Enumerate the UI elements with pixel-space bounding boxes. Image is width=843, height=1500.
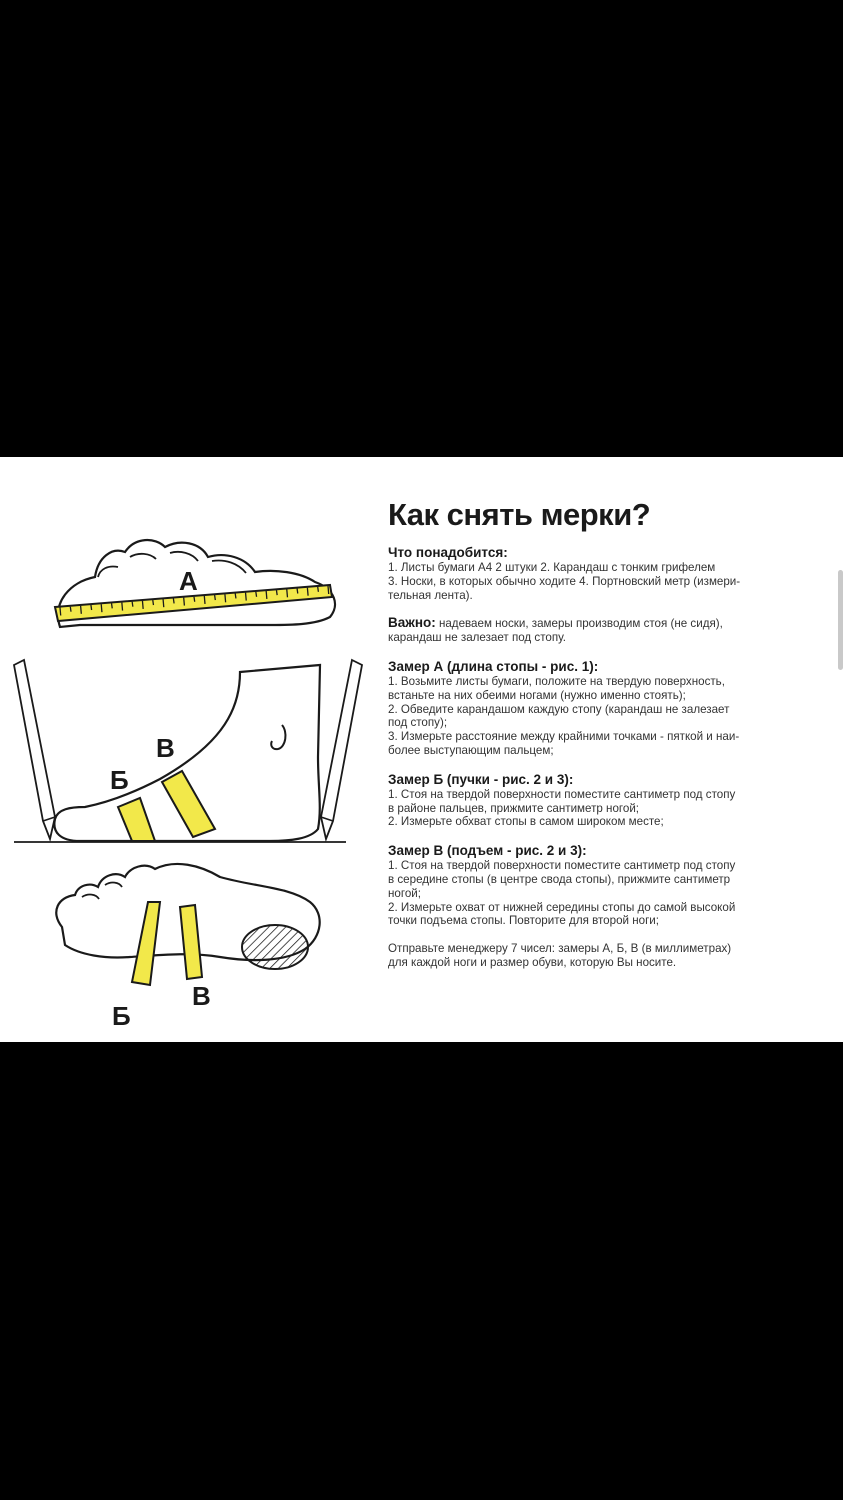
text-line: тельная лента). — [388, 588, 473, 602]
section-measure-b: Замер Б (пучки - рис. 2 и 3): 1. Стоя на… — [388, 772, 828, 829]
label-v-side: В — [156, 733, 175, 763]
section-measure-v: Замер В (подъем - рис. 2 и 3): 1. Стоя н… — [388, 843, 828, 928]
ruler-tick — [79, 605, 82, 614]
text-line: 1. Стоя на твердой поверхности поместите… — [388, 787, 736, 801]
text-line: 3. Измерьте расстояние между крайними то… — [388, 730, 740, 744]
label-a: А — [179, 566, 198, 596]
important-text: надеваем носки, замеры производим стоя (… — [435, 617, 723, 631]
ruler-tick — [131, 601, 134, 607]
ruler-tick — [110, 603, 113, 609]
text-line: Отправьте менеджеру 7 чисел: замеры А, Б… — [388, 942, 732, 956]
ruler-tick — [327, 585, 330, 595]
ruler-tick — [317, 586, 320, 592]
section-important: Важно: надеваем носки, замеры производим… — [388, 616, 828, 645]
foot-illustrations: А Б В — [12, 539, 364, 1031]
ruler-tick — [306, 587, 309, 596]
ruler-tick — [255, 591, 258, 597]
text-line: встаньте на них обеими ногами (нужно име… — [388, 688, 686, 702]
text-line: ногой; — [388, 886, 421, 900]
figure-foot-side: Б В — [12, 658, 364, 843]
instruction-card: А Б В — [0, 457, 843, 1042]
instructions-text: Как снять мерки? Что понадобится: 1. Лис… — [388, 497, 828, 984]
ruler-tick — [286, 589, 289, 598]
text-line: Важно: надеваем носки, замеры производим… — [388, 616, 828, 631]
text-line: под стопу); — [388, 716, 448, 730]
section-needed: Что понадобится: 1. Листы бумаги А4 2 шт… — [388, 545, 828, 602]
ruler-tick — [90, 604, 93, 611]
ruler-tick — [234, 593, 237, 599]
text-line: более выступающим пальцем; — [388, 743, 554, 757]
ruler-tick — [296, 588, 299, 594]
text-line: 1. Возьмите листы бумаги, положите на тв… — [388, 674, 725, 688]
ruler-tick — [244, 592, 247, 601]
text-line: 1. Листы бумаги А4 2 штуки 2. Карандаш с… — [388, 561, 716, 574]
ruler-tick — [100, 604, 103, 613]
section-footer: Отправьте менеджеру 7 чисел: замеры А, Б… — [388, 942, 828, 970]
ruler-tick — [59, 607, 62, 616]
text-line: точки подъема стопы. Повторите для второ… — [388, 914, 659, 928]
ruler-tick — [152, 599, 155, 606]
text-line: 2. Измерьте охват от нижней середины сто… — [388, 900, 736, 914]
ruler-tick — [213, 595, 216, 601]
section-heading: Замер Б (пучки - рис. 2 и 3): — [388, 771, 574, 787]
pencil-left-icon — [12, 658, 56, 843]
text-line: в середине стопы (в центре свода стопы),… — [388, 872, 731, 886]
figure-foot-sole: Б В — [55, 862, 321, 1031]
text-line: 1. Стоя на твердой поверхности поместите… — [388, 859, 736, 873]
figure-foot-length: А — [53, 539, 337, 629]
ruler-tick — [69, 606, 72, 612]
text-line: 2. Обведите карандашом каждую стопу (кар… — [388, 702, 730, 716]
text-line: карандаш не залезает под стопу. — [388, 631, 566, 645]
ruler-tick — [162, 599, 165, 608]
ruler-tick — [275, 590, 278, 596]
ruler-tick — [265, 590, 268, 600]
text-line: 3. Носки, в которых обычно ходите 4. Пор… — [388, 574, 741, 588]
label-b-side: Б — [110, 765, 129, 795]
text-line: для каждой ноги и размер обуви, которую … — [388, 955, 677, 969]
section-heading: Замер А (длина стопы - рис. 1): — [388, 658, 599, 674]
ruler-tick — [172, 598, 175, 604]
section-heading: Замер В (подъем - рис. 2 и 3): — [388, 843, 587, 859]
ruler-tick — [141, 600, 144, 609]
ruler-tick — [203, 595, 206, 604]
scrollbar[interactable] — [838, 570, 843, 670]
text-line: в районе пальцев, прижмите сантиметр ног… — [388, 801, 640, 815]
text-line: 2. Измерьте обхват стопы в самом широком… — [388, 815, 664, 829]
page-title: Как снять мерки? — [388, 497, 651, 532]
ruler-tick — [121, 602, 124, 611]
section-measure-a: Замер А (длина стопы - рис. 1): 1. Возьм… — [388, 659, 828, 758]
important-heading: Важно: — [388, 615, 436, 631]
label-v-sole: В — [192, 981, 211, 1011]
section-heading: Что понадобится: — [388, 545, 508, 560]
pencil-right-icon — [320, 658, 364, 843]
ruler-tick — [224, 594, 227, 603]
ruler-tick — [193, 596, 196, 602]
label-b-sole: Б — [112, 1001, 131, 1031]
ruler-tick — [183, 597, 186, 606]
